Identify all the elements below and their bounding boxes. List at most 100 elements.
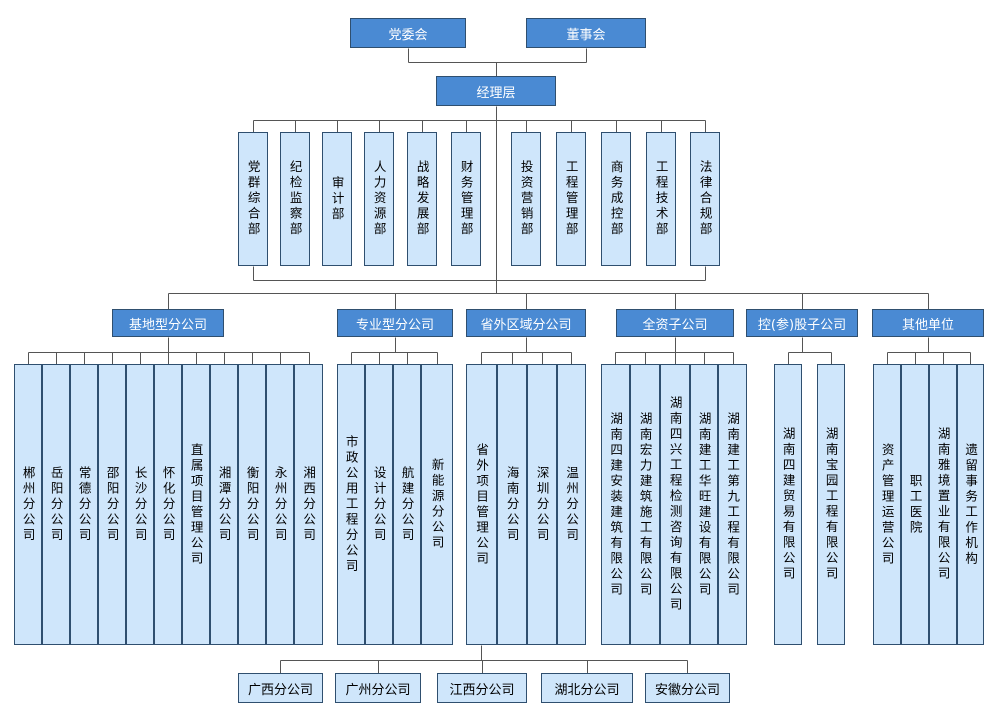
unit-box: 湖南四兴工程检测咨询有限公司 xyxy=(660,364,690,645)
department-label: 纪检监察部 xyxy=(287,160,303,238)
department-label: 法律合规部 xyxy=(697,160,713,238)
unit-box: 省外项目管理公司 xyxy=(466,364,497,645)
unit-box: 遗留事务工作机构 xyxy=(957,364,984,645)
department-label: 工程技术部 xyxy=(653,160,669,238)
department-label: 工程管理部 xyxy=(563,160,579,238)
provincial-branch-box: 江西分公司 xyxy=(437,673,527,703)
unit-box: 温州分公司 xyxy=(557,364,586,645)
group-title: 全资子公司 xyxy=(642,317,708,333)
unit-box: 湖南建工第九工程有限公司 xyxy=(718,364,747,645)
board-label: 董事会 xyxy=(566,27,606,43)
group-title: 控(参)股子公司 xyxy=(757,317,847,333)
provincial-branch-label: 湖北分公司 xyxy=(554,682,620,698)
unit-box: 湖南四建安装建筑有限公司 xyxy=(601,364,630,645)
provincial-branch-box: 广西分公司 xyxy=(238,673,323,703)
provincial-branch-label: 广州分公司 xyxy=(345,682,411,698)
department-box: 战略发展部 xyxy=(407,132,437,266)
department-label: 审计部 xyxy=(329,175,345,223)
management-box: 经理层 xyxy=(436,76,556,106)
unit-box: 直属项目管理公司 xyxy=(182,364,210,645)
unit-box: 资产管理运营公司 xyxy=(873,364,901,645)
unit-label: 衡阳分公司 xyxy=(244,465,260,544)
unit-box: 新能源分公司 xyxy=(421,364,453,645)
unit-box: 湘西分公司 xyxy=(294,364,323,645)
group-header: 其他单位 xyxy=(872,309,984,337)
unit-box: 航建分公司 xyxy=(393,364,421,645)
department-label: 人力资源部 xyxy=(371,160,387,238)
department-box: 工程技术部 xyxy=(646,132,676,266)
unit-box: 岳阳分公司 xyxy=(42,364,70,645)
provincial-branch-label: 江西分公司 xyxy=(449,682,515,698)
board-box: 董事会 xyxy=(526,18,646,48)
provincial-branch-box: 安徽分公司 xyxy=(645,673,730,703)
unit-box: 湘潭分公司 xyxy=(210,364,238,645)
unit-box: 湖南四建贸易有限公司 xyxy=(774,364,802,645)
department-label: 党群综合部 xyxy=(245,160,261,238)
unit-label: 遗留事务工作机构 xyxy=(963,442,979,567)
unit-label: 湖南建工第九工程有限公司 xyxy=(725,411,741,598)
provincial-branch-label: 安徽分公司 xyxy=(654,682,720,698)
department-label: 财务管理部 xyxy=(458,160,474,238)
department-box: 投资营销部 xyxy=(511,132,541,266)
department-box: 党群综合部 xyxy=(238,132,268,266)
unit-box: 海南分公司 xyxy=(497,364,527,645)
group-title: 基地型分公司 xyxy=(128,317,207,333)
group-title: 其他单位 xyxy=(901,317,954,333)
unit-label: 职工医院 xyxy=(907,473,923,536)
department-label: 战略发展部 xyxy=(414,160,430,238)
group-header: 专业型分公司 xyxy=(337,309,453,337)
department-label: 投资营销部 xyxy=(518,160,534,238)
party-committee-label: 党委会 xyxy=(388,27,428,43)
unit-box: 湖南建工华旺建设有限公司 xyxy=(690,364,718,645)
unit-label: 湖南宝园工程有限公司 xyxy=(823,427,839,582)
unit-label: 新能源分公司 xyxy=(429,458,445,551)
group-header: 省外区域分公司 xyxy=(466,309,586,337)
unit-box: 设计分公司 xyxy=(365,364,393,645)
department-label: 商务成控部 xyxy=(608,160,624,238)
group-title: 专业型分公司 xyxy=(355,317,434,333)
unit-label: 深圳分公司 xyxy=(534,465,550,544)
unit-label: 郴州分公司 xyxy=(20,465,36,544)
unit-label: 资产管理运营公司 xyxy=(879,442,895,567)
unit-label: 岳阳分公司 xyxy=(48,465,64,544)
unit-label: 湖南建工华旺建设有限公司 xyxy=(696,411,712,598)
unit-label: 湖南四建贸易有限公司 xyxy=(780,427,796,582)
unit-label: 省外项目管理公司 xyxy=(474,442,490,567)
department-box: 商务成控部 xyxy=(601,132,631,266)
unit-box: 常德分公司 xyxy=(70,364,98,645)
unit-label: 湖南四建安装建筑有限公司 xyxy=(608,411,624,598)
management-label: 经理层 xyxy=(476,85,516,101)
unit-box: 湖南宏力建筑施工有限公司 xyxy=(630,364,660,645)
unit-box: 衡阳分公司 xyxy=(238,364,266,645)
unit-box: 郴州分公司 xyxy=(14,364,42,645)
unit-label: 常德分公司 xyxy=(76,465,92,544)
unit-label: 航建分公司 xyxy=(399,465,415,544)
group-header: 控(参)股子公司 xyxy=(746,309,858,337)
unit-box: 邵阳分公司 xyxy=(98,364,126,645)
unit-box: 怀化分公司 xyxy=(154,364,182,645)
unit-label: 怀化分公司 xyxy=(160,465,176,544)
unit-label: 长沙分公司 xyxy=(132,465,148,544)
department-box: 法律合规部 xyxy=(690,132,720,266)
unit-label: 湘潭分公司 xyxy=(216,465,232,544)
unit-box: 职工医院 xyxy=(901,364,929,645)
unit-label: 湖南四兴工程检测咨询有限公司 xyxy=(667,396,683,613)
department-box: 工程管理部 xyxy=(556,132,586,266)
party-committee-box: 党委会 xyxy=(350,18,466,48)
group-header: 基地型分公司 xyxy=(112,309,224,337)
provincial-branch-label: 广西分公司 xyxy=(247,682,313,698)
group-header: 全资子公司 xyxy=(616,309,734,337)
unit-box: 深圳分公司 xyxy=(527,364,557,645)
unit-label: 湖南宏力建筑施工有限公司 xyxy=(637,411,653,598)
unit-label: 湖南雅境置业有限公司 xyxy=(935,427,951,582)
unit-label: 市政公用工程分公司 xyxy=(343,434,359,575)
unit-box: 湖南宝园工程有限公司 xyxy=(817,364,845,645)
department-box: 审计部 xyxy=(322,132,352,266)
unit-label: 邵阳分公司 xyxy=(104,465,120,544)
unit-box: 长沙分公司 xyxy=(126,364,154,645)
unit-label: 设计分公司 xyxy=(371,465,387,544)
unit-label: 湘西分公司 xyxy=(301,465,317,544)
department-box: 人力资源部 xyxy=(364,132,394,266)
unit-label: 永州分公司 xyxy=(272,465,288,544)
